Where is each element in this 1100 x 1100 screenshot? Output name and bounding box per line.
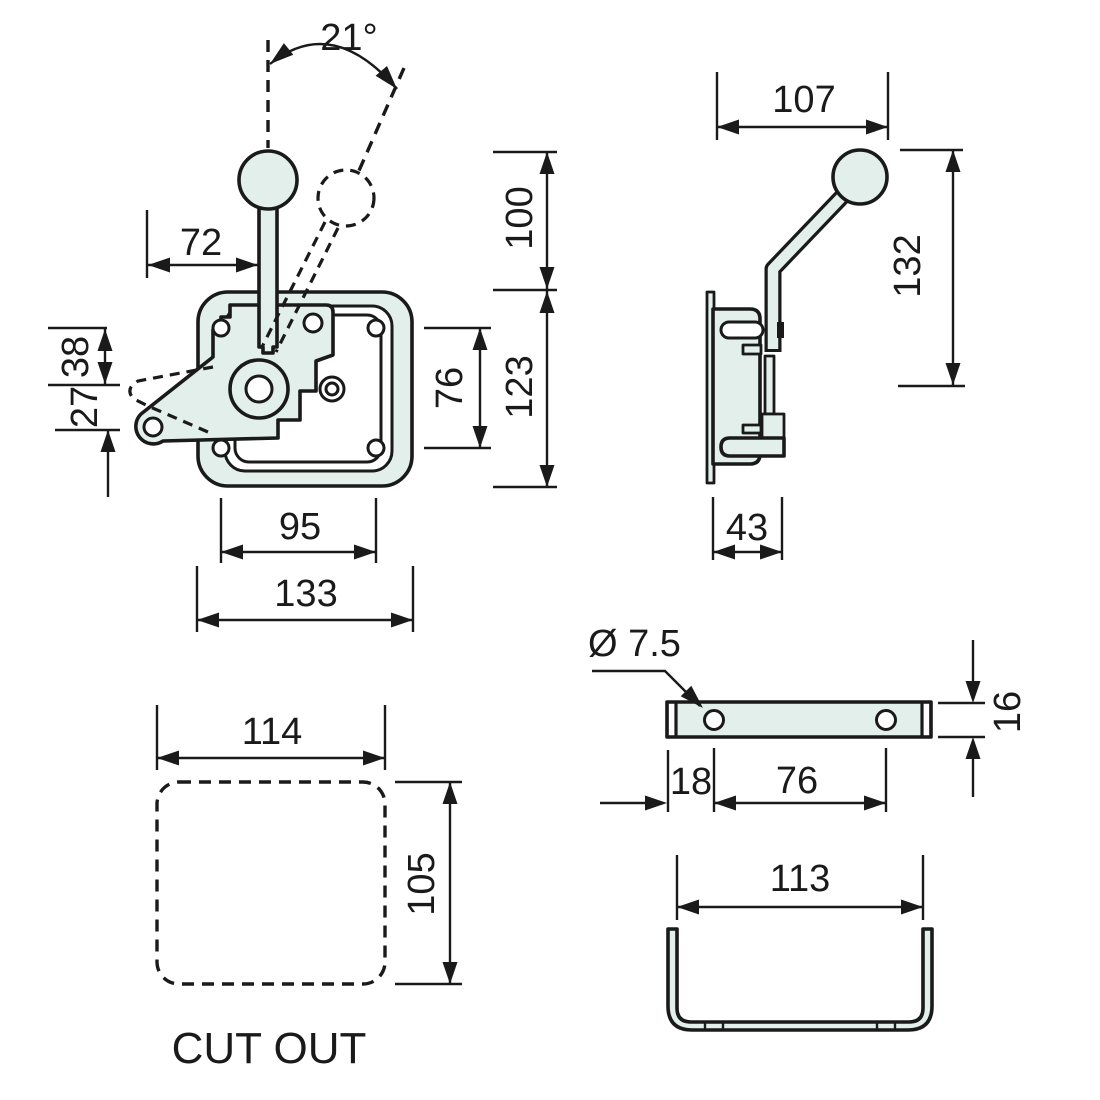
channel-view: 113 — [666, 855, 934, 1032]
top-slot — [719, 320, 765, 340]
strike-end-left — [669, 704, 676, 735]
cutout-view: 114 105 CUT OUT — [155, 705, 462, 1073]
dashed-rotated-arm — [128, 365, 214, 434]
dim-label-133: 133 — [274, 573, 337, 615]
dim-133: 133 — [195, 566, 415, 632]
dim-label-16: 16 — [987, 691, 1029, 733]
strike-hole-right — [875, 709, 897, 731]
dim-label-100: 100 — [499, 186, 541, 249]
strike-end-right — [922, 704, 929, 735]
ball-knob-side — [831, 148, 889, 206]
dim-43: 43 — [711, 497, 784, 560]
dim-100: 100 — [493, 150, 557, 292]
rivet-bottom-right — [366, 438, 386, 458]
top-notch — [741, 343, 763, 356]
dim-label-123: 123 — [499, 355, 541, 418]
dim-107: 107 — [715, 72, 890, 140]
pivot-hole — [244, 374, 274, 404]
rivet-top-right — [366, 318, 386, 338]
dim-114: 114 — [155, 705, 387, 770]
rivet-bottom-left — [211, 438, 231, 458]
dim-105: 105 — [395, 780, 462, 986]
dim-132: 132 — [887, 148, 965, 388]
dim-label-114: 114 — [242, 711, 303, 753]
dim-label-107: 107 — [772, 79, 835, 121]
dim-72: 72 — [145, 210, 259, 278]
bottom-slot-arm — [719, 436, 786, 458]
dim-label-diameter: Ø 7.5 — [588, 623, 681, 665]
dim-label-113: 113 — [770, 858, 831, 900]
strike-hole-left — [703, 709, 725, 731]
side-view: 107 132 43 — [705, 72, 965, 560]
dim-76-holes: 76 — [714, 748, 888, 812]
dim-label-132: 132 — [887, 234, 929, 297]
dim-113: 113 — [675, 855, 925, 920]
plate-hole — [302, 312, 324, 334]
cutout-outline — [155, 780, 387, 986]
dim-label-angle: 21° — [320, 17, 377, 59]
dim-38: 38 — [48, 326, 120, 387]
dim-76-vertical: 76 — [424, 326, 491, 450]
arm-hole — [142, 416, 164, 438]
handle-shaft — [257, 203, 279, 355]
dim-16: 16 — [938, 640, 1029, 797]
ball-knob — [237, 149, 299, 211]
handle-bar-outline — [764, 174, 865, 352]
front-view: 21° 72 100 123 — [48, 17, 557, 632]
dim-label-18: 18 — [670, 761, 712, 803]
shaft-tab — [777, 322, 784, 338]
dim-27: 27 — [55, 386, 120, 497]
dim-label-105: 105 — [401, 852, 443, 915]
cutout-caption: CUT OUT — [172, 1024, 367, 1073]
handle-bar-fill — [767, 176, 862, 349]
dim-123: 123 — [493, 291, 557, 489]
dim-label-76v: 76 — [429, 367, 471, 409]
dim-label-76h: 76 — [776, 760, 818, 802]
dim-label-27: 27 — [64, 386, 106, 428]
latch-rod — [763, 354, 776, 416]
latch-block — [760, 412, 786, 440]
dim-hole-diameter: Ø 7.5 — [588, 623, 703, 708]
dim-label-43: 43 — [726, 507, 768, 549]
bottom-notch — [741, 423, 763, 435]
strike-plate-view: Ø 7.5 16 18 76 — [588, 623, 1029, 812]
ring-hole — [324, 381, 340, 397]
dashed-rotated-handle — [260, 40, 406, 353]
dim-label-72: 72 — [180, 222, 222, 264]
dim-label-95: 95 — [279, 506, 321, 548]
u-channel — [666, 927, 934, 1032]
dim-label-38: 38 — [55, 336, 97, 378]
dim-angle-21: 21° — [269, 17, 398, 90]
dim-18: 18 — [600, 748, 716, 812]
rivet-top-left — [211, 318, 231, 338]
dim-95: 95 — [219, 498, 378, 563]
